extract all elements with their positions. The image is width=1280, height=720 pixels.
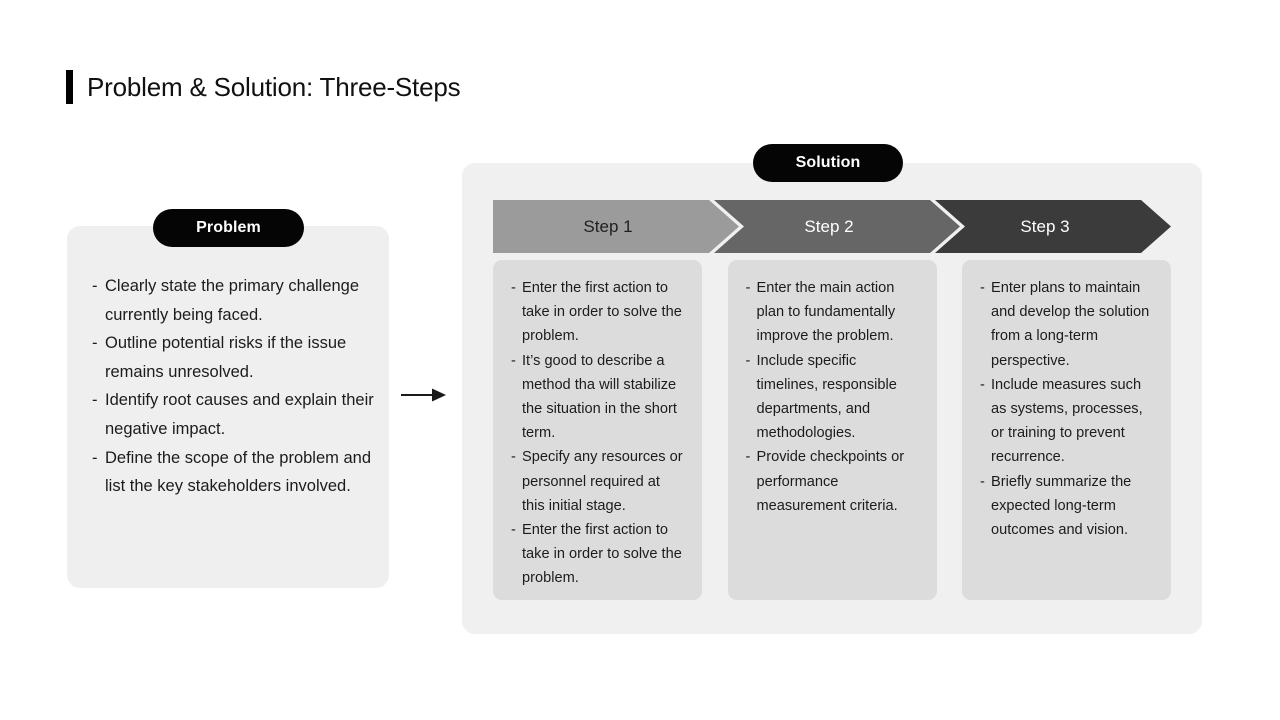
list-item-text: Include measures such as systems, proces… <box>991 376 1143 466</box>
list-item-text: Briefly summarize the expected long-term… <box>991 473 1132 539</box>
problem-label-pill: Problem <box>153 209 304 247</box>
steps-chevron-bar: Step 1 Step 2 Step 3 <box>493 200 1171 253</box>
title-accent-bar <box>66 70 73 104</box>
list-item-text: Clearly state the primary challenge curr… <box>105 277 360 324</box>
list-item: -Define the scope of the problem and lis… <box>92 444 382 501</box>
title-text: Problem & Solution: Three-Steps <box>87 71 461 102</box>
bullet-marker: - <box>511 522 516 539</box>
list-item-text: Define the scope of the problem and list… <box>105 448 372 496</box>
list-item-text: Provide checkpoints or performance measu… <box>756 449 905 514</box>
step-card-1: -Enter the first action to take in order… <box>493 260 702 600</box>
bullet-marker: - <box>745 352 751 369</box>
list-item-text: It’s good to describe a method tha will … <box>522 352 677 442</box>
bullet-marker: - <box>92 448 98 467</box>
list-item: -Provide checkpoints or performance meas… <box>746 445 919 518</box>
list-item: -Briefly summarize the expected long-ter… <box>980 470 1153 543</box>
list-item: -Enter the first action to take in order… <box>511 518 684 591</box>
step-chevron-1[interactable]: Step 1 <box>493 200 739 253</box>
bullet-marker: - <box>980 280 985 296</box>
list-item: -Enter the first action to take in order… <box>511 276 684 349</box>
list-item-text: Outline potential risks if the issue rem… <box>105 334 347 381</box>
bullet-marker: - <box>980 376 985 393</box>
step-chevron-label-1: Step 1 <box>583 216 633 236</box>
step-card-2: -Enter the main action plan to fundament… <box>727 260 937 600</box>
solution-label-pill: Solution <box>753 144 903 182</box>
list-item-text: Identify root causes and explain their n… <box>105 391 374 438</box>
bullet-marker: - <box>745 449 751 466</box>
bullet-marker: - <box>92 391 98 410</box>
list-item: -Enter plans to maintain and develop the… <box>980 276 1153 373</box>
step-card-list: -Enter the first action to take in order… <box>493 260 1171 600</box>
list-item: -Include specific timelines, responsible… <box>746 349 919 446</box>
list-item-text: Specify any resources or personnel requi… <box>522 449 683 514</box>
bullet-marker: - <box>511 352 516 369</box>
page-title: Problem & Solution: Three-Steps <box>66 68 461 106</box>
step-chevron-label-3: Step 3 <box>1020 216 1070 236</box>
list-item-text: Enter the first action to take in order … <box>522 522 682 587</box>
step-chevron-3[interactable]: Step 3 <box>935 200 1171 253</box>
step-chevron-2[interactable]: Step 2 <box>714 200 960 253</box>
bullet-marker: - <box>92 277 98 295</box>
list-item: -Enter the main action plan to fundament… <box>746 276 919 349</box>
step-chevron-label-2: Step 2 <box>804 216 854 236</box>
bullet-marker: - <box>745 280 751 296</box>
list-item-text: Include specific timelines, responsible … <box>756 352 897 442</box>
bullet-marker: - <box>511 449 516 466</box>
step-card-3: -Enter plans to maintain and develop the… <box>962 260 1171 600</box>
list-item: -Outline potential risks if the issue re… <box>92 329 382 386</box>
list-item: -Specify any resources or personnel requ… <box>511 445 684 518</box>
bullet-marker: - <box>511 280 516 296</box>
bullet-marker: - <box>980 473 985 490</box>
list-item-text: Enter the main action plan to fundamenta… <box>756 280 896 345</box>
bullet-marker: - <box>92 334 98 353</box>
arrow-right-icon <box>401 388 447 402</box>
list-item-text: Enter plans to maintain and develop the … <box>991 280 1150 369</box>
list-item-text: Enter the first action to take in order … <box>522 280 682 345</box>
list-item: -Include measures such as systems, proce… <box>980 373 1153 470</box>
list-item: -Identify root causes and explain their … <box>92 386 382 443</box>
problem-bullet-list: -Clearly state the primary challenge cur… <box>92 272 382 501</box>
list-item: -Clearly state the primary challenge cur… <box>92 272 382 329</box>
list-item: -It’s good to describe a method tha will… <box>511 349 684 446</box>
problem-card <box>67 226 389 588</box>
